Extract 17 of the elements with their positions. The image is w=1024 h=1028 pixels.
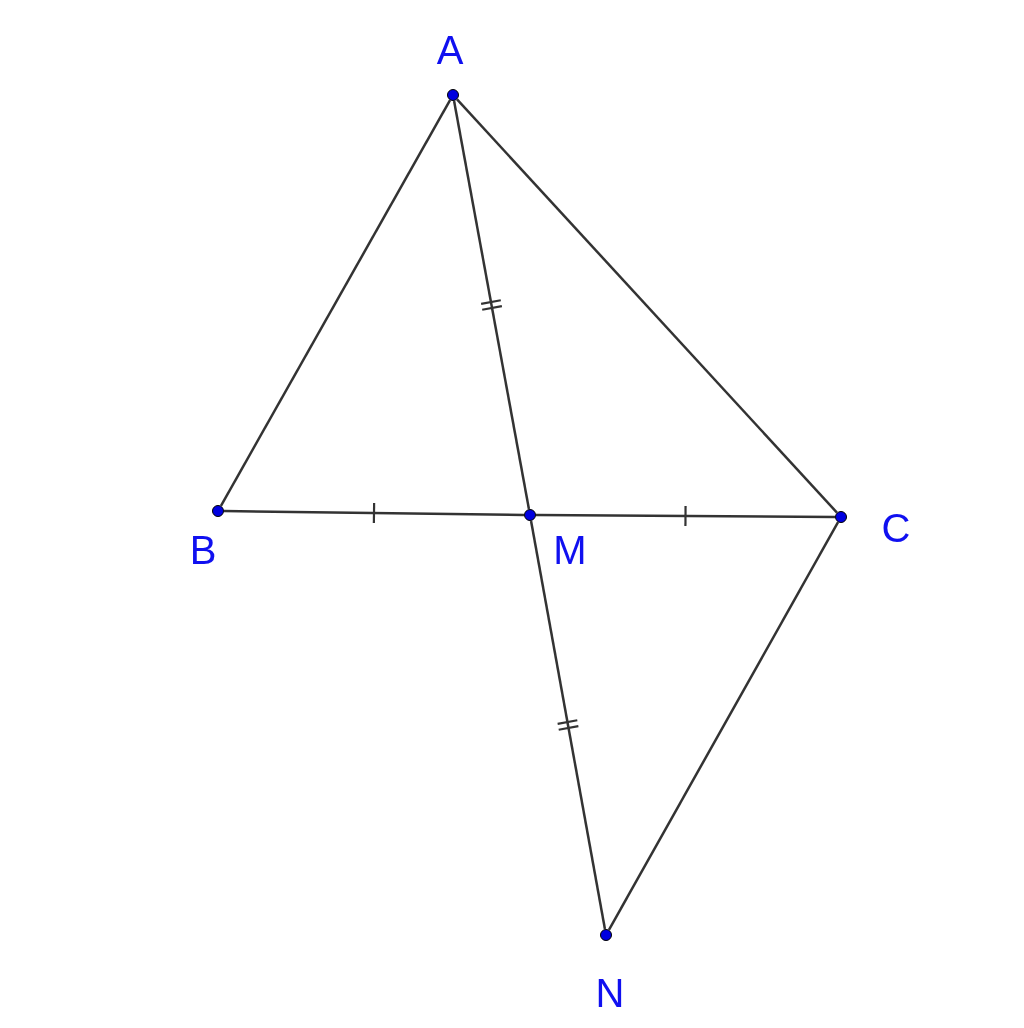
point-dot — [212, 505, 224, 517]
line-segment — [452, 100, 531, 510]
point-label: A — [436, 30, 464, 70]
line-segment — [529, 520, 607, 930]
point-dot — [835, 511, 847, 523]
point-label: M — [553, 530, 587, 570]
line-segment — [456, 98, 838, 514]
line-segment — [224, 509, 524, 517]
line-segment — [219, 99, 452, 507]
point-dot — [524, 509, 536, 521]
point-dot — [447, 89, 459, 101]
line-segment — [536, 513, 835, 519]
line-segment — [607, 521, 840, 931]
point-label: N — [595, 973, 625, 1013]
point-dot — [600, 929, 612, 941]
point-label: C — [881, 508, 911, 548]
point-label: B — [189, 530, 217, 570]
